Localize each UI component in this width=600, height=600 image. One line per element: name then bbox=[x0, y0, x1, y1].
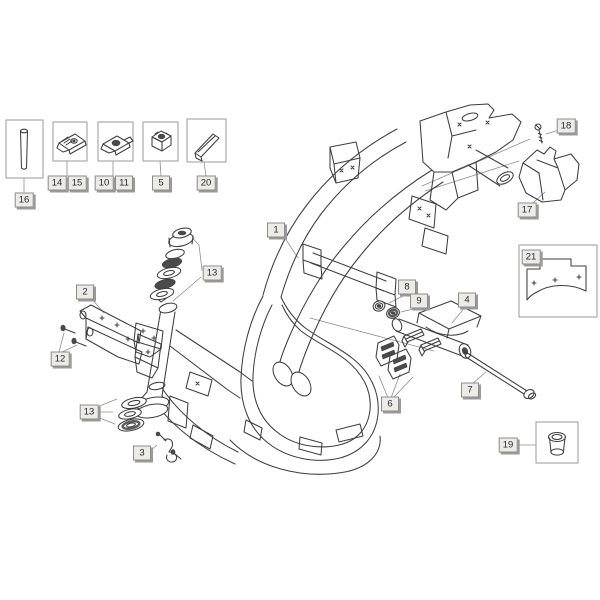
callout-11[interactable]: 11 bbox=[115, 175, 133, 191]
speed-clip-icon bbox=[56, 133, 87, 155]
steering-washer-set-lower bbox=[117, 396, 147, 432]
part-box-16 bbox=[5, 119, 44, 179]
mount-bracket-4 bbox=[391, 300, 482, 359]
callout-5[interactable]: 5 bbox=[152, 175, 170, 191]
callout-9[interactable]: 9 bbox=[410, 293, 428, 309]
callout-13[interactable]: 13 bbox=[202, 265, 222, 281]
callout-14[interactable]: 14 bbox=[47, 175, 67, 191]
steering-bearing-stack-upper bbox=[149, 227, 194, 301]
callout-20[interactable]: 20 bbox=[196, 175, 216, 191]
long-bolt-7 bbox=[463, 351, 537, 400]
rubber-mounts-6 bbox=[375, 328, 442, 380]
part-box-5 bbox=[142, 121, 179, 162]
part-box-14-15 bbox=[52, 121, 88, 162]
guard-bracket-17 bbox=[518, 146, 580, 203]
callout-8[interactable]: 8 bbox=[398, 279, 416, 295]
callout-1[interactable]: 1 bbox=[267, 222, 285, 238]
callout-4[interactable]: 4 bbox=[458, 292, 476, 308]
part-box-19 bbox=[535, 421, 579, 464]
callout-18[interactable]: 18 bbox=[556, 118, 576, 134]
steering-head-tube bbox=[133, 291, 253, 429]
callout-6[interactable]: 6 bbox=[381, 396, 399, 412]
callout-10[interactable]: 10 bbox=[94, 175, 114, 191]
callout-2[interactable]: 2 bbox=[76, 284, 94, 300]
part-box-10-11 bbox=[97, 121, 134, 162]
screws-12 bbox=[60, 324, 87, 347]
bushing-icon bbox=[547, 431, 567, 456]
leader-lines bbox=[23, 129, 560, 453]
callout-16[interactable]: 16 bbox=[14, 192, 34, 208]
adhesive-strip-icon bbox=[194, 133, 220, 162]
screw-18 bbox=[534, 123, 544, 144]
callout-3[interactable]: 3 bbox=[133, 445, 151, 461]
callout-17[interactable]: 17 bbox=[517, 202, 537, 218]
washer-9 bbox=[386, 307, 400, 319]
support-plate-icon bbox=[526, 258, 587, 301]
front-bracket-2 bbox=[79, 304, 162, 379]
cage-nut-icon bbox=[151, 130, 172, 152]
callout-21[interactable]: 21 bbox=[521, 249, 541, 265]
callout-7[interactable]: 7 bbox=[461, 382, 479, 398]
callout-12[interactable]: 12 bbox=[50, 351, 70, 367]
callout-19[interactable]: 19 bbox=[498, 437, 518, 453]
part-box-20 bbox=[186, 118, 227, 163]
clip-nut-icon bbox=[100, 135, 134, 156]
part-box-21 bbox=[518, 244, 598, 318]
callout-13[interactable]: 13 bbox=[79, 404, 99, 420]
hook-part-3 bbox=[155, 431, 182, 463]
nut-8 bbox=[372, 300, 386, 312]
callout-15[interactable]: 15 bbox=[67, 175, 87, 191]
pin-icon bbox=[19, 128, 29, 170]
frame-body bbox=[151, 103, 522, 475]
